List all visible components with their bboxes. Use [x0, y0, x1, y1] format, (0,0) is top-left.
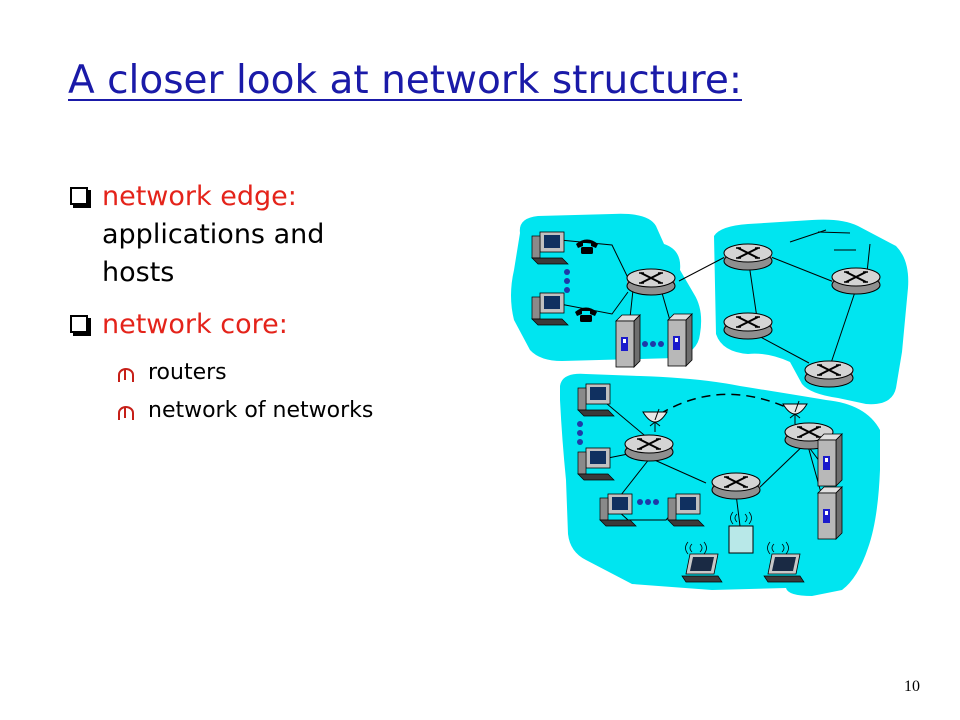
- network-links: [559, 229, 871, 527]
- router-icon: [831, 267, 881, 295]
- server-icon: [817, 486, 843, 540]
- checkbox-bullet-icon: [70, 187, 88, 205]
- bullet-text: applications and hosts: [102, 219, 325, 288]
- router-icon: [624, 434, 674, 462]
- bullet-network-edge: network edge: applications and hosts: [70, 178, 400, 292]
- ellipsis-dots: [564, 269, 664, 505]
- router-icon: [804, 360, 854, 388]
- desktop-computer-icon: [577, 383, 615, 417]
- bullet-label: network edge:: [102, 181, 297, 212]
- wireless-access-point-icon: [728, 525, 754, 554]
- page-number: 10: [904, 678, 920, 695]
- bullet-network-core: network core:: [70, 306, 400, 344]
- bullet-list: network edge: applications and hosts net…: [70, 178, 400, 434]
- checkbox-bullet-icon: [70, 315, 88, 333]
- desktop-computer-icon: [667, 493, 705, 527]
- server-icon: [667, 313, 693, 367]
- router-icon: [723, 243, 773, 271]
- sub-bullet-icon: [118, 406, 134, 420]
- server-icon: [615, 314, 641, 368]
- bullet-label: network core:: [102, 309, 288, 340]
- sub-bullet-network-of-networks: network of networks: [70, 396, 400, 426]
- router-icon: [626, 268, 676, 296]
- sub-bullet-text: routers: [148, 360, 227, 385]
- desktop-computer-icon: [531, 231, 569, 265]
- sub-bullet-icon: [118, 368, 134, 382]
- sub-bullet-text: network of networks: [148, 398, 374, 423]
- router-icon: [711, 472, 761, 500]
- desktop-computer-icon: [577, 447, 615, 481]
- desktop-computer-icon: [599, 493, 637, 527]
- desktop-computer-icon: [531, 292, 569, 326]
- satellite-link: [659, 393, 789, 415]
- slide-title: A closer look at network structure:: [68, 58, 742, 103]
- server-icon: [817, 433, 843, 487]
- sub-bullet-routers: routers: [70, 358, 400, 388]
- router-icon: [723, 312, 773, 340]
